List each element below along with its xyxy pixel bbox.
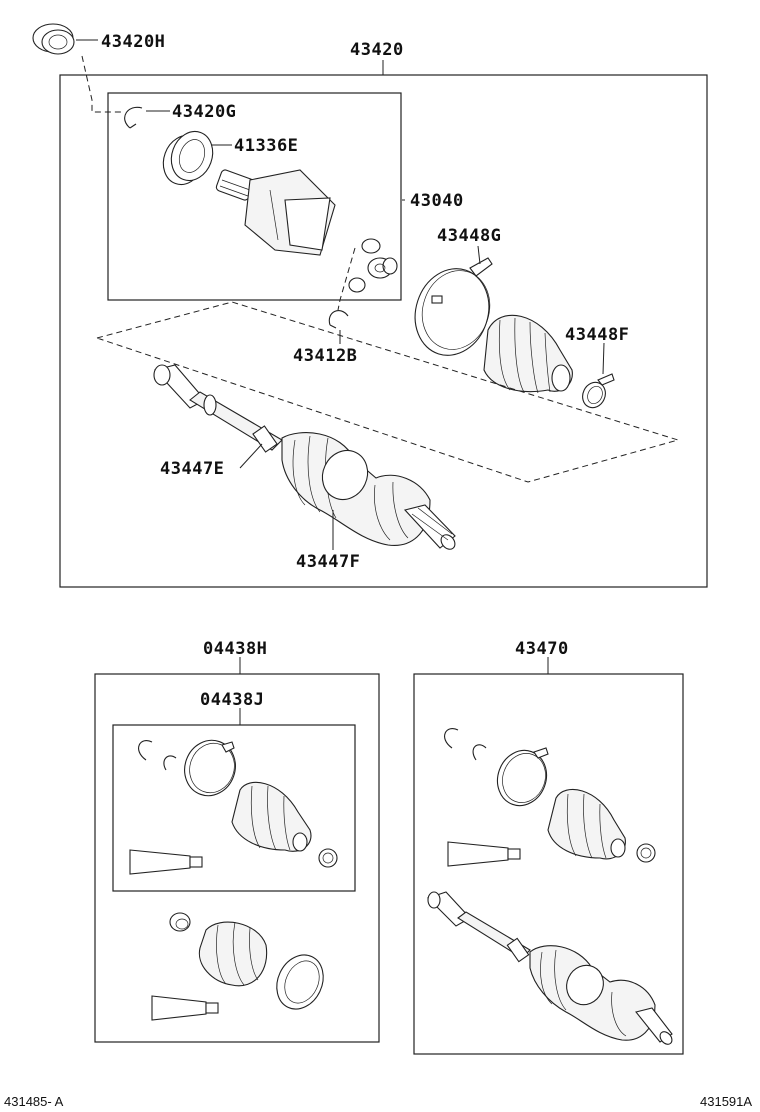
label-04438j: 04438J <box>200 690 264 710</box>
drive-shaft-assembly <box>153 364 456 550</box>
leader-spider-dashed <box>337 247 356 311</box>
oil-seal-41336e <box>162 130 214 186</box>
label-43412b: 43412B <box>293 346 357 366</box>
label-04438h: 04438H <box>203 639 267 659</box>
ref-number-right: 431591A <box>700 1094 752 1109</box>
label-43420g: 43420G <box>172 102 236 122</box>
assembly-43420: 43420H 43420 43420G 41336E 43040 43448G … <box>32 23 708 588</box>
label-43448g: 43448G <box>437 226 501 246</box>
tripod-spider <box>348 238 398 293</box>
label-43040: 43040 <box>410 191 464 211</box>
label-43448f: 43448F <box>565 325 629 345</box>
label-43470: 43470 <box>515 639 569 659</box>
label-41336e: 41336E <box>234 136 298 156</box>
boot-clamp-43448f <box>582 373 615 409</box>
inboard-boot <box>483 314 573 394</box>
frame-43040 <box>107 92 402 301</box>
leader-43420h-dashed <box>81 55 122 113</box>
ref-number-left: 431485- A <box>4 1094 64 1109</box>
label-43420h: 43420H <box>101 32 165 52</box>
assembly-43470: 43470 <box>413 639 684 1055</box>
label-43420: 43420 <box>350 40 404 60</box>
label-43447e: 43447E <box>160 459 224 479</box>
snap-ring-43420g <box>124 106 143 129</box>
frame-04438h <box>94 673 380 1043</box>
dust-seal-43420h <box>32 23 75 55</box>
frame-04438j <box>112 724 356 892</box>
boot-clamp-43448g <box>414 257 493 356</box>
inboard-joint-housing <box>215 169 336 256</box>
shaft-group-outline <box>95 301 680 483</box>
snap-ring-43412b <box>328 310 349 329</box>
label-43447f: 43447F <box>296 552 360 572</box>
kit-04438h: 04438H 04438J <box>94 639 380 1043</box>
